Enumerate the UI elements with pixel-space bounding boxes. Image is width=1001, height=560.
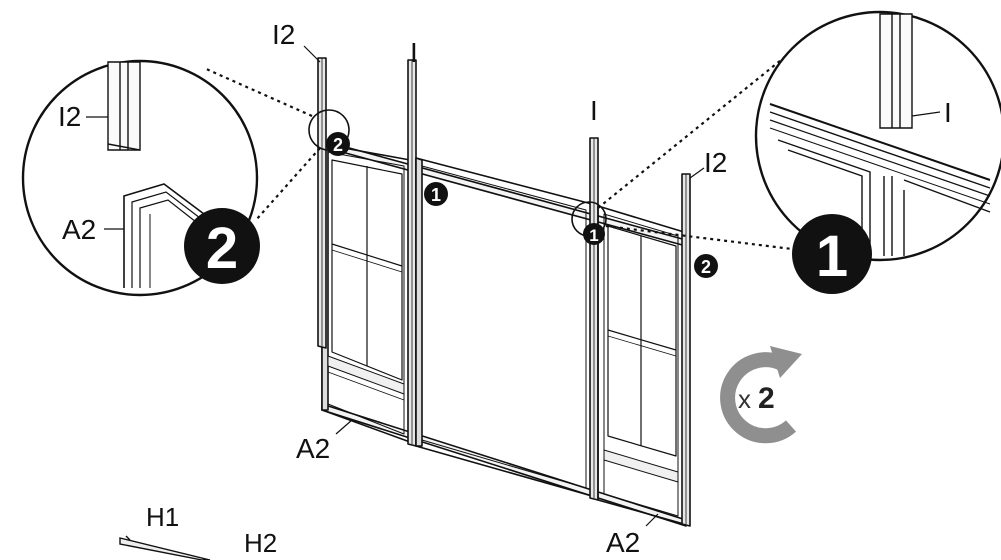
label-i2-top-left: I2 [272, 19, 295, 50]
rotate-clockwise-icon: x 2 [720, 346, 802, 444]
step-1-center-text: 1 [431, 185, 441, 205]
zoom-label-a2: A2 [62, 214, 96, 245]
step-badge-2-right [694, 254, 718, 278]
rotate-multiplier-value: 2 [758, 382, 775, 415]
label-a2-bottom-left: A2 [296, 433, 330, 464]
zoom-label-i2: I2 [58, 101, 81, 132]
zoom-detail-right: I 1 [754, 10, 1001, 294]
label-h2: H2 [244, 528, 277, 558]
step-1-large-text: 1 [816, 224, 848, 289]
label-a2-bottom-right: A2 [606, 527, 640, 558]
wall-assembly [317, 57, 691, 527]
step-badge-1-large [792, 214, 872, 294]
leader-lines [203, 55, 801, 252]
right-panel-a2 [597, 205, 685, 525]
zoom-label-i: I [944, 97, 952, 128]
step-badge-1-right [583, 223, 605, 245]
left-panel-a2 [321, 143, 411, 443]
step-2-top-text: 2 [333, 135, 343, 155]
small-badges: 2 1 1 2 [326, 132, 718, 278]
top-rail [319, 139, 687, 247]
step-2-large-text: 2 [206, 216, 238, 281]
step-badge-1-center [424, 182, 448, 206]
zoom-detail-left: I2 A2 2 [21, 59, 260, 297]
rotate-multiplier-prefix: x [738, 384, 751, 414]
label-i-top-right: I [590, 95, 598, 126]
label-h1: H1 [146, 502, 179, 532]
h-beams [119, 535, 211, 560]
step-1-right-text: 1 [589, 226, 598, 245]
step-badge-2-top [326, 132, 350, 156]
step-badge-2-large [184, 208, 260, 284]
part-labels: I2 I I I2 A2 A2 H1 H2 [146, 19, 727, 558]
step-2-right-text: 2 [701, 257, 711, 277]
label-i2-right: I2 [704, 147, 727, 178]
label-i-top-left: I [410, 37, 418, 68]
